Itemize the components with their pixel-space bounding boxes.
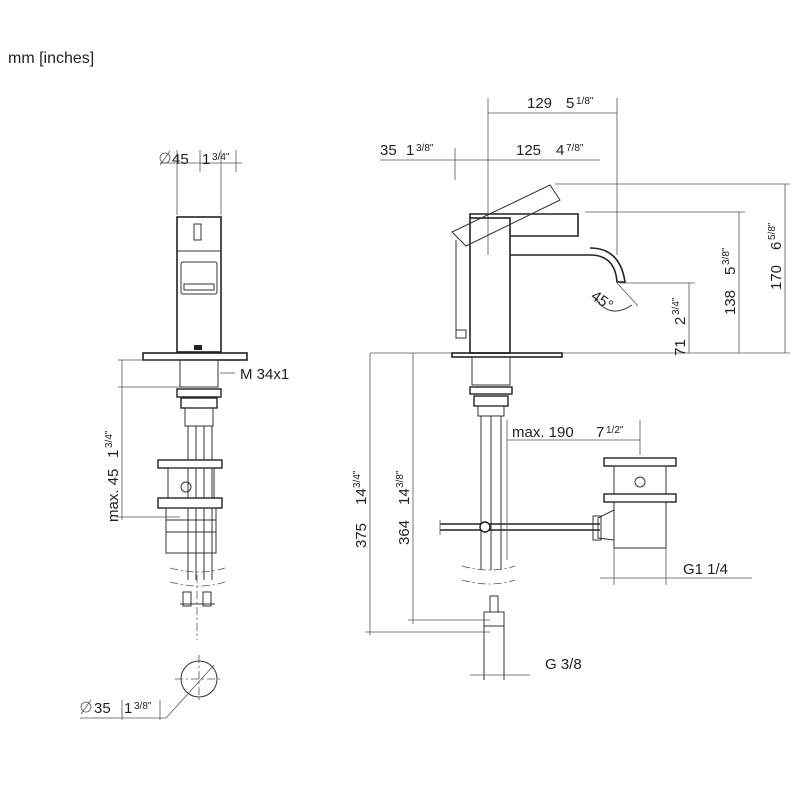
lever-front <box>180 261 218 295</box>
diameter-symbol-icon-2 <box>80 701 92 713</box>
dim-71-frac: 3/4" <box>671 297 682 315</box>
dim-364: 364 <box>396 520 413 545</box>
lever-side <box>469 213 579 237</box>
max-depth-label: max. 45 <box>105 469 122 522</box>
dim-375-frac: 3/4" <box>352 470 363 488</box>
dim-138-in: 5 <box>722 267 739 275</box>
spout <box>510 247 626 283</box>
dim-364-frac: 3/8" <box>395 470 406 488</box>
waste-flange <box>603 457 677 467</box>
hole-dia-in: 1 <box>124 700 132 717</box>
dim-170-frac: 5/8" <box>767 222 778 240</box>
diameter-symbol-icon <box>159 152 171 164</box>
front-width-mm: 45 <box>172 151 189 168</box>
thread-label: M 34x1 <box>240 366 289 383</box>
max-depth-frac: 3/4" <box>104 430 115 448</box>
dim-35: 35 <box>380 142 397 159</box>
max-depth-in: 1 <box>105 450 122 458</box>
unit-note: mm [inches] <box>8 50 94 67</box>
dim-129-frac: 1/8" <box>576 96 594 107</box>
dim-129: 129 <box>527 95 552 112</box>
dim-129-in: 5 <box>566 95 574 112</box>
front-width-frac: 3/4" <box>212 152 230 163</box>
dim-138-frac: 3/8" <box>721 247 732 265</box>
dim-364-in: 14 <box>396 488 413 505</box>
dim-71: 71 <box>672 339 689 356</box>
waste-thread: G1 1/4 <box>683 561 728 578</box>
dim-max190-frac: 1/2" <box>606 425 624 436</box>
hole-dia-frac: 3/8" <box>134 701 152 712</box>
supply-thread: G 3/8 <box>545 656 582 673</box>
dim-35-frac: 3/8" <box>416 143 434 154</box>
faucet-body-side <box>469 217 511 354</box>
side-view: 129 5 1/8" 35 1 3/8" 125 4 7/8" 170 6 5/… <box>352 95 790 680</box>
dim-71-in: 2 <box>672 317 689 325</box>
hole-dia-mm: 35 <box>94 700 111 717</box>
dim-138: 138 <box>722 290 739 315</box>
dim-125-in: 4 <box>556 142 564 159</box>
dim-max190: max. 190 <box>512 424 574 441</box>
front-width-in: 1 <box>202 151 210 168</box>
dim-375-in: 14 <box>353 488 370 505</box>
dim-170-in: 6 <box>768 242 785 250</box>
deck-plate-front <box>142 352 248 361</box>
dim-375: 375 <box>353 523 370 548</box>
dim-170: 170 <box>768 265 785 290</box>
dim-35-in: 1 <box>406 142 414 159</box>
faucet-body-front <box>176 216 222 353</box>
deck-plate-side <box>451 352 563 358</box>
front-view: 45 1 3/4" M 34x1 max. 45 1 3/4" <box>80 150 289 720</box>
dim-125-frac: 7/8" <box>566 143 584 154</box>
dim-max190-in: 7 <box>596 424 604 441</box>
dim-125: 125 <box>516 142 541 159</box>
